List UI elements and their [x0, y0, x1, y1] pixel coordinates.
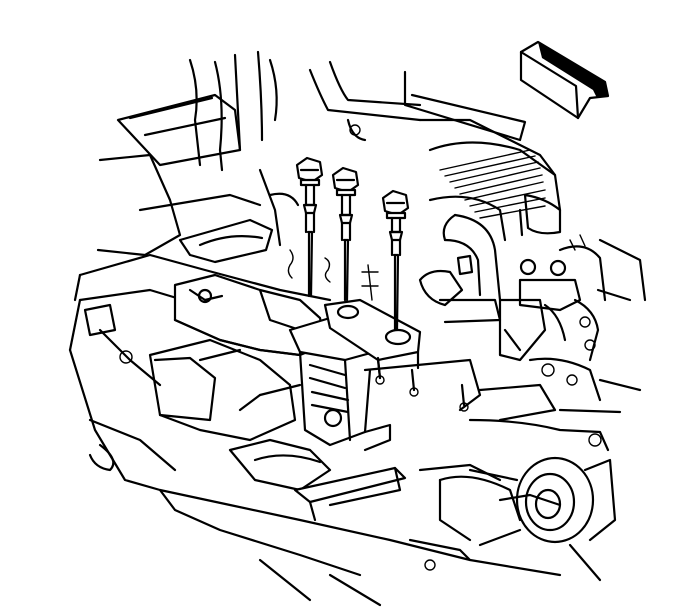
forward-arrow-icon — [519, 40, 610, 120]
steering-coupling — [468, 456, 617, 582]
wiring-harness — [287, 249, 379, 301]
mount-bolt — [381, 189, 410, 332]
engine-block — [308, 60, 562, 242]
mount-bracket-plate — [323, 298, 422, 380]
frame-crossmember — [68, 253, 562, 607]
mount-bolt — [295, 156, 324, 298]
mount-studs — [363, 356, 482, 412]
mount-bolt — [331, 166, 360, 302]
right-structure — [569, 234, 647, 392]
lower-crossmember — [293, 463, 562, 571]
firewall-panel — [96, 50, 300, 264]
intake-pipe — [418, 213, 502, 324]
engine-accessories — [468, 245, 622, 452]
